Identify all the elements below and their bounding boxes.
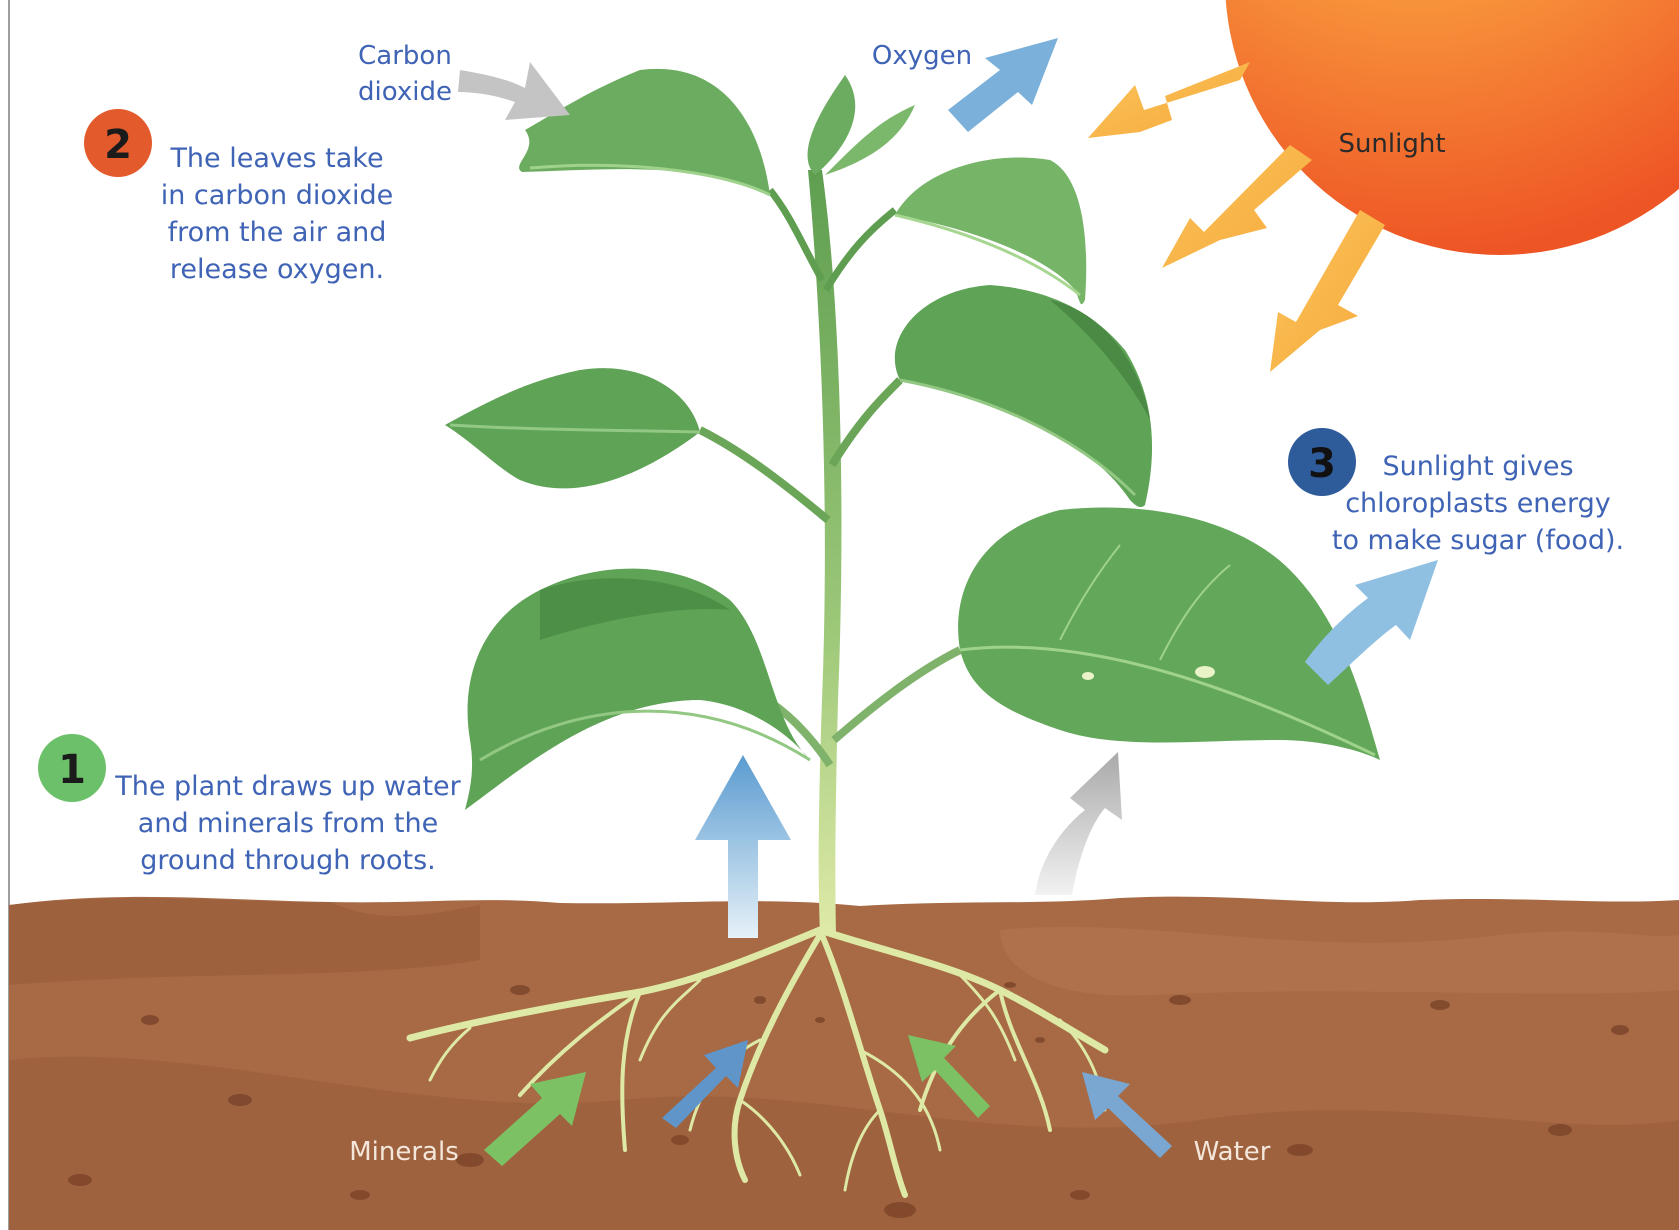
water-label: Water [1194,1137,1271,1167]
oxygen-label: Oxygen [872,41,972,71]
svg-text:2: 2 [104,122,132,168]
sun [1225,0,1679,255]
transpiration-arrow [1035,752,1122,895]
step-1-caption: The plant draws up water and minerals fr… [114,771,461,876]
leaf-top-right [895,157,1086,304]
svg-text:3: 3 [1308,441,1336,487]
step-1-line-2: and minerals from the [138,808,438,839]
step-3-line-3: to make sugar (food). [1332,525,1624,556]
step-2-line-3: from the air and [168,217,387,248]
leaf-middle-left [445,368,700,488]
step-badge-3: 3 [1288,428,1356,496]
step-badge-2: 2 [84,109,152,177]
carbon-dioxide-label-line-1: Carbon [358,41,452,71]
leaves [445,69,1380,810]
step-badge-1: 1 [38,734,106,802]
step-1-line-3: ground through roots. [140,845,436,876]
minerals-label: Minerals [349,1137,459,1167]
step-3-line-2: chloroplasts energy [1345,488,1611,519]
step-2-caption: The leaves take in carbon dioxide from t… [161,143,394,285]
leaf-bottom-left [465,569,810,810]
leaf-top-left [519,69,770,195]
leaf-middle-right [895,285,1152,507]
step-2-line-2: in carbon dioxide [161,180,394,211]
step-3-line-1: Sunlight gives [1382,451,1573,482]
carbon-dioxide-arrow [458,62,570,120]
leaf-top-bud [808,75,915,175]
svg-text:1: 1 [58,747,86,793]
leaf-bottom-right [958,508,1380,761]
step-3-caption: Sunlight gives chloroplasts energy to ma… [1332,451,1624,556]
step-2-line-4: release oxygen. [170,254,384,285]
step-1-line-1: The plant draws up water [114,771,461,802]
carbon-dioxide-label-line-2: dioxide [358,77,452,107]
sunlight-label: Sunlight [1338,129,1445,159]
soil [9,897,1679,1230]
step-2-line-1: The leaves take [169,143,383,174]
